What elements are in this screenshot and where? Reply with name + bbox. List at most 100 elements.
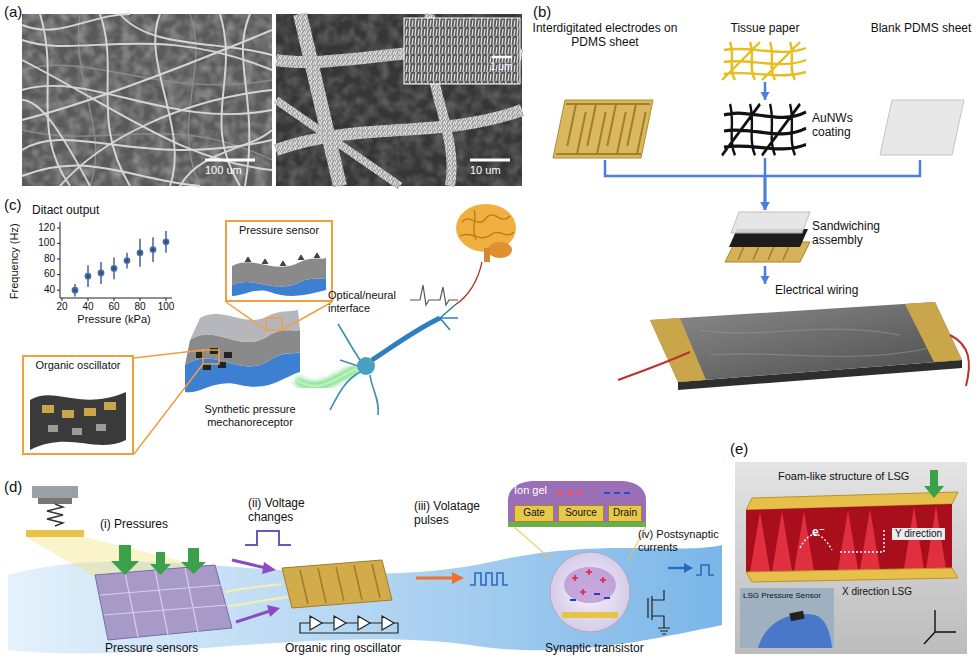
callout-label: Optical/neural interface [328,289,408,314]
arrow-head [761,202,770,210]
gold-electrode-sheet [553,100,653,158]
nerve-and-neuron [410,285,458,305]
tick-label: 60 [102,301,126,313]
lsg-sensor-image [746,504,952,572]
brain [456,204,516,262]
ion-gel-shape [508,481,646,527]
sem-image-low-mag [100,14,130,186]
wired-sensor [618,352,690,380]
sem-image-high-mag [276,14,522,186]
inset-box: Organic oscillator [22,355,134,455]
data-points [72,288,77,293]
current-arrow [696,565,714,575]
arrow-head [761,92,770,100]
nerve-and-neuron [296,368,358,386]
pressure-arrow [111,545,206,575]
sem-image-high-mag [276,14,522,186]
node-text: Ion gel [514,484,564,497]
oscillator-image [42,405,54,413]
wired-sensor [700,329,930,356]
mechanoreceptor-device [203,350,219,364]
tick-label: 60 [31,268,55,280]
aunw-mesh [722,104,806,155]
tissue-paper-mesh [722,42,806,80]
sem-image-low-mag [22,14,272,186]
data-points [72,231,168,297]
ion-gel-shape [508,522,646,527]
nerve-and-neuron [455,262,482,305]
data-points [85,274,90,279]
synapse-zoom [570,594,610,600]
node-text: Gate [515,507,553,519]
frequency-chart [62,298,166,301]
sem-image-high-mag [276,110,522,150]
sem-image-low-mag [22,30,272,120]
lsg-sensor-image [789,611,804,622]
pulse-arrow [452,572,464,584]
node-text: Tissue paper [715,22,815,36]
lsg-sensor-image [750,512,770,572]
ring-oscillator-chip [282,560,392,608]
synapse-zoom [564,567,616,603]
panel-letter: (c) [4,196,22,213]
nerve-and-neuron [372,318,440,360]
sem-image-low-mag [180,130,272,186]
transistor-symbol [648,590,670,634]
node-text: Interdigitated electrodes on PDMS sheet [522,22,688,50]
current-arrow [668,567,684,569]
lsg-sensor-image [794,511,814,571]
lsg-sensor-image [924,610,956,644]
sem-image-low-mag [60,90,272,186]
pressure-sensor-image [232,253,326,296]
indenter [38,498,72,504]
step-label: (i) Pressures [100,518,168,532]
electrode-box: Gate [514,505,554,522]
flow-connector [765,160,920,210]
scale-bar-label: 1 um [490,61,512,73]
nerve-and-neuron [296,368,358,386]
pressure-sensor-array [100,568,227,637]
node-text: Blank PDMS sheet [868,22,974,36]
tissue-paper-mesh [722,42,806,80]
data-points [98,270,103,275]
indenter [26,486,218,578]
panel-letter: (a) [4,3,22,20]
material-step: Interdigitated electrodes on PDMS sheet [522,22,688,160]
sem-image-high-mag [276,14,522,186]
indenter [47,504,63,526]
tick-label: 40 [76,301,100,313]
nerve-and-neuron [296,262,482,415]
wired-sensor [905,302,962,362]
synapse-zoom [514,527,646,632]
leader-line [226,302,332,330]
axis-title: Pressure (kPa) [64,313,164,326]
mechanoreceptor-device [266,318,282,330]
step-label: (ii) Voltage changes [248,497,326,525]
ion-gel-shape [604,492,630,494]
ring-oscillator-chip [282,560,392,608]
sem-image-high-mag [276,14,522,186]
leader-line [134,350,203,454]
sandwich-stack [731,212,810,233]
node-text: Drain [609,507,641,519]
sem-image-low-mag [22,14,272,186]
sem-image-low-mag [120,14,272,55]
data-points [111,266,116,271]
photo-caption: LSG Pressure Sensor [743,591,821,600]
lsg-sensor-image [750,506,946,572]
transistor-symbol [648,590,670,634]
wired-sensor [950,335,969,386]
current-arrow [684,563,693,573]
electron-label: e⁻ [812,526,825,540]
pulse-arrow [416,577,452,580]
mechanoreceptor-device [210,348,218,354]
signal-arrows [267,605,280,617]
oscillator-image [30,392,126,450]
tick-label: 100 [154,301,178,313]
node-text: Organic oscillator [24,359,132,372]
signal-arrows [232,560,266,568]
signal-arrows [225,531,291,622]
pulse-arrow [470,573,508,585]
oscillator-image [62,410,74,418]
